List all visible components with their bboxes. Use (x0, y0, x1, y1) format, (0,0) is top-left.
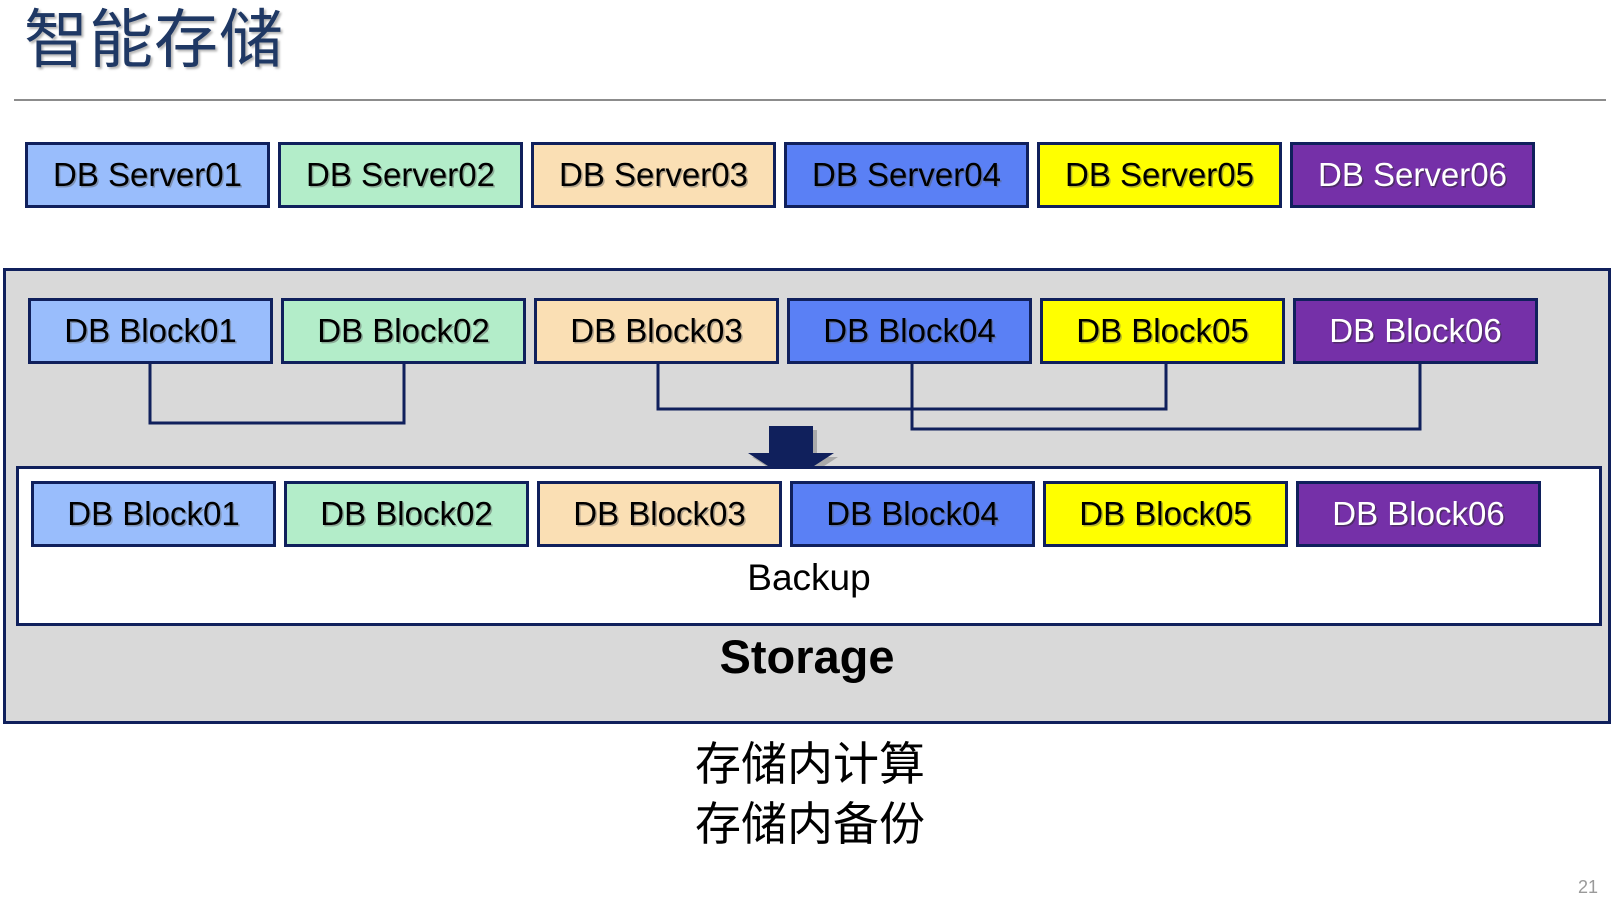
page-number: 21 (1577, 877, 1598, 897)
db-block-backup-box-1: DB Block01 (31, 481, 276, 547)
db-block-source-box-5: DB Block05 (1040, 298, 1285, 364)
db-server-box-1: DB Server01 (25, 142, 270, 208)
db-server-box-4: DB Server04 (784, 142, 1029, 208)
caption-line-2: 存储内备份 (695, 797, 925, 850)
db-server-box-5: DB Server05 (1037, 142, 1282, 208)
db-server-box-3: DB Server03 (531, 142, 776, 208)
db-block-backup-box-3: DB Block03 (537, 481, 782, 547)
db-block-source-box-6: DB Block06 (1293, 298, 1538, 364)
db-server-box-6: DB Server06 (1290, 142, 1535, 208)
db-block-backup-box-4: DB Block04 (790, 481, 1035, 547)
db-block-source-box-1: DB Block01 (28, 298, 273, 364)
storage-label: Storage (719, 630, 895, 683)
db-server-box-2: DB Server02 (278, 142, 523, 208)
db-block-backup-box-2: DB Block02 (284, 481, 529, 547)
db-block-source-box-3: DB Block03 (534, 298, 779, 364)
db-block-source-box-2: DB Block02 (281, 298, 526, 364)
backup-label: Backup (747, 557, 871, 598)
caption-block: 存储内计算 存储内备份 (0, 735, 1620, 855)
page-title: 智能存储 (24, 4, 284, 76)
db-block-backup-box-5: DB Block05 (1043, 481, 1288, 547)
db-block-backup-box-6: DB Block06 (1296, 481, 1541, 547)
caption-line-1: 存储内计算 (695, 738, 925, 790)
title-divider (14, 99, 1606, 101)
down-arrow-icon (748, 426, 838, 471)
db-block-source-box-4: DB Block04 (787, 298, 1032, 364)
